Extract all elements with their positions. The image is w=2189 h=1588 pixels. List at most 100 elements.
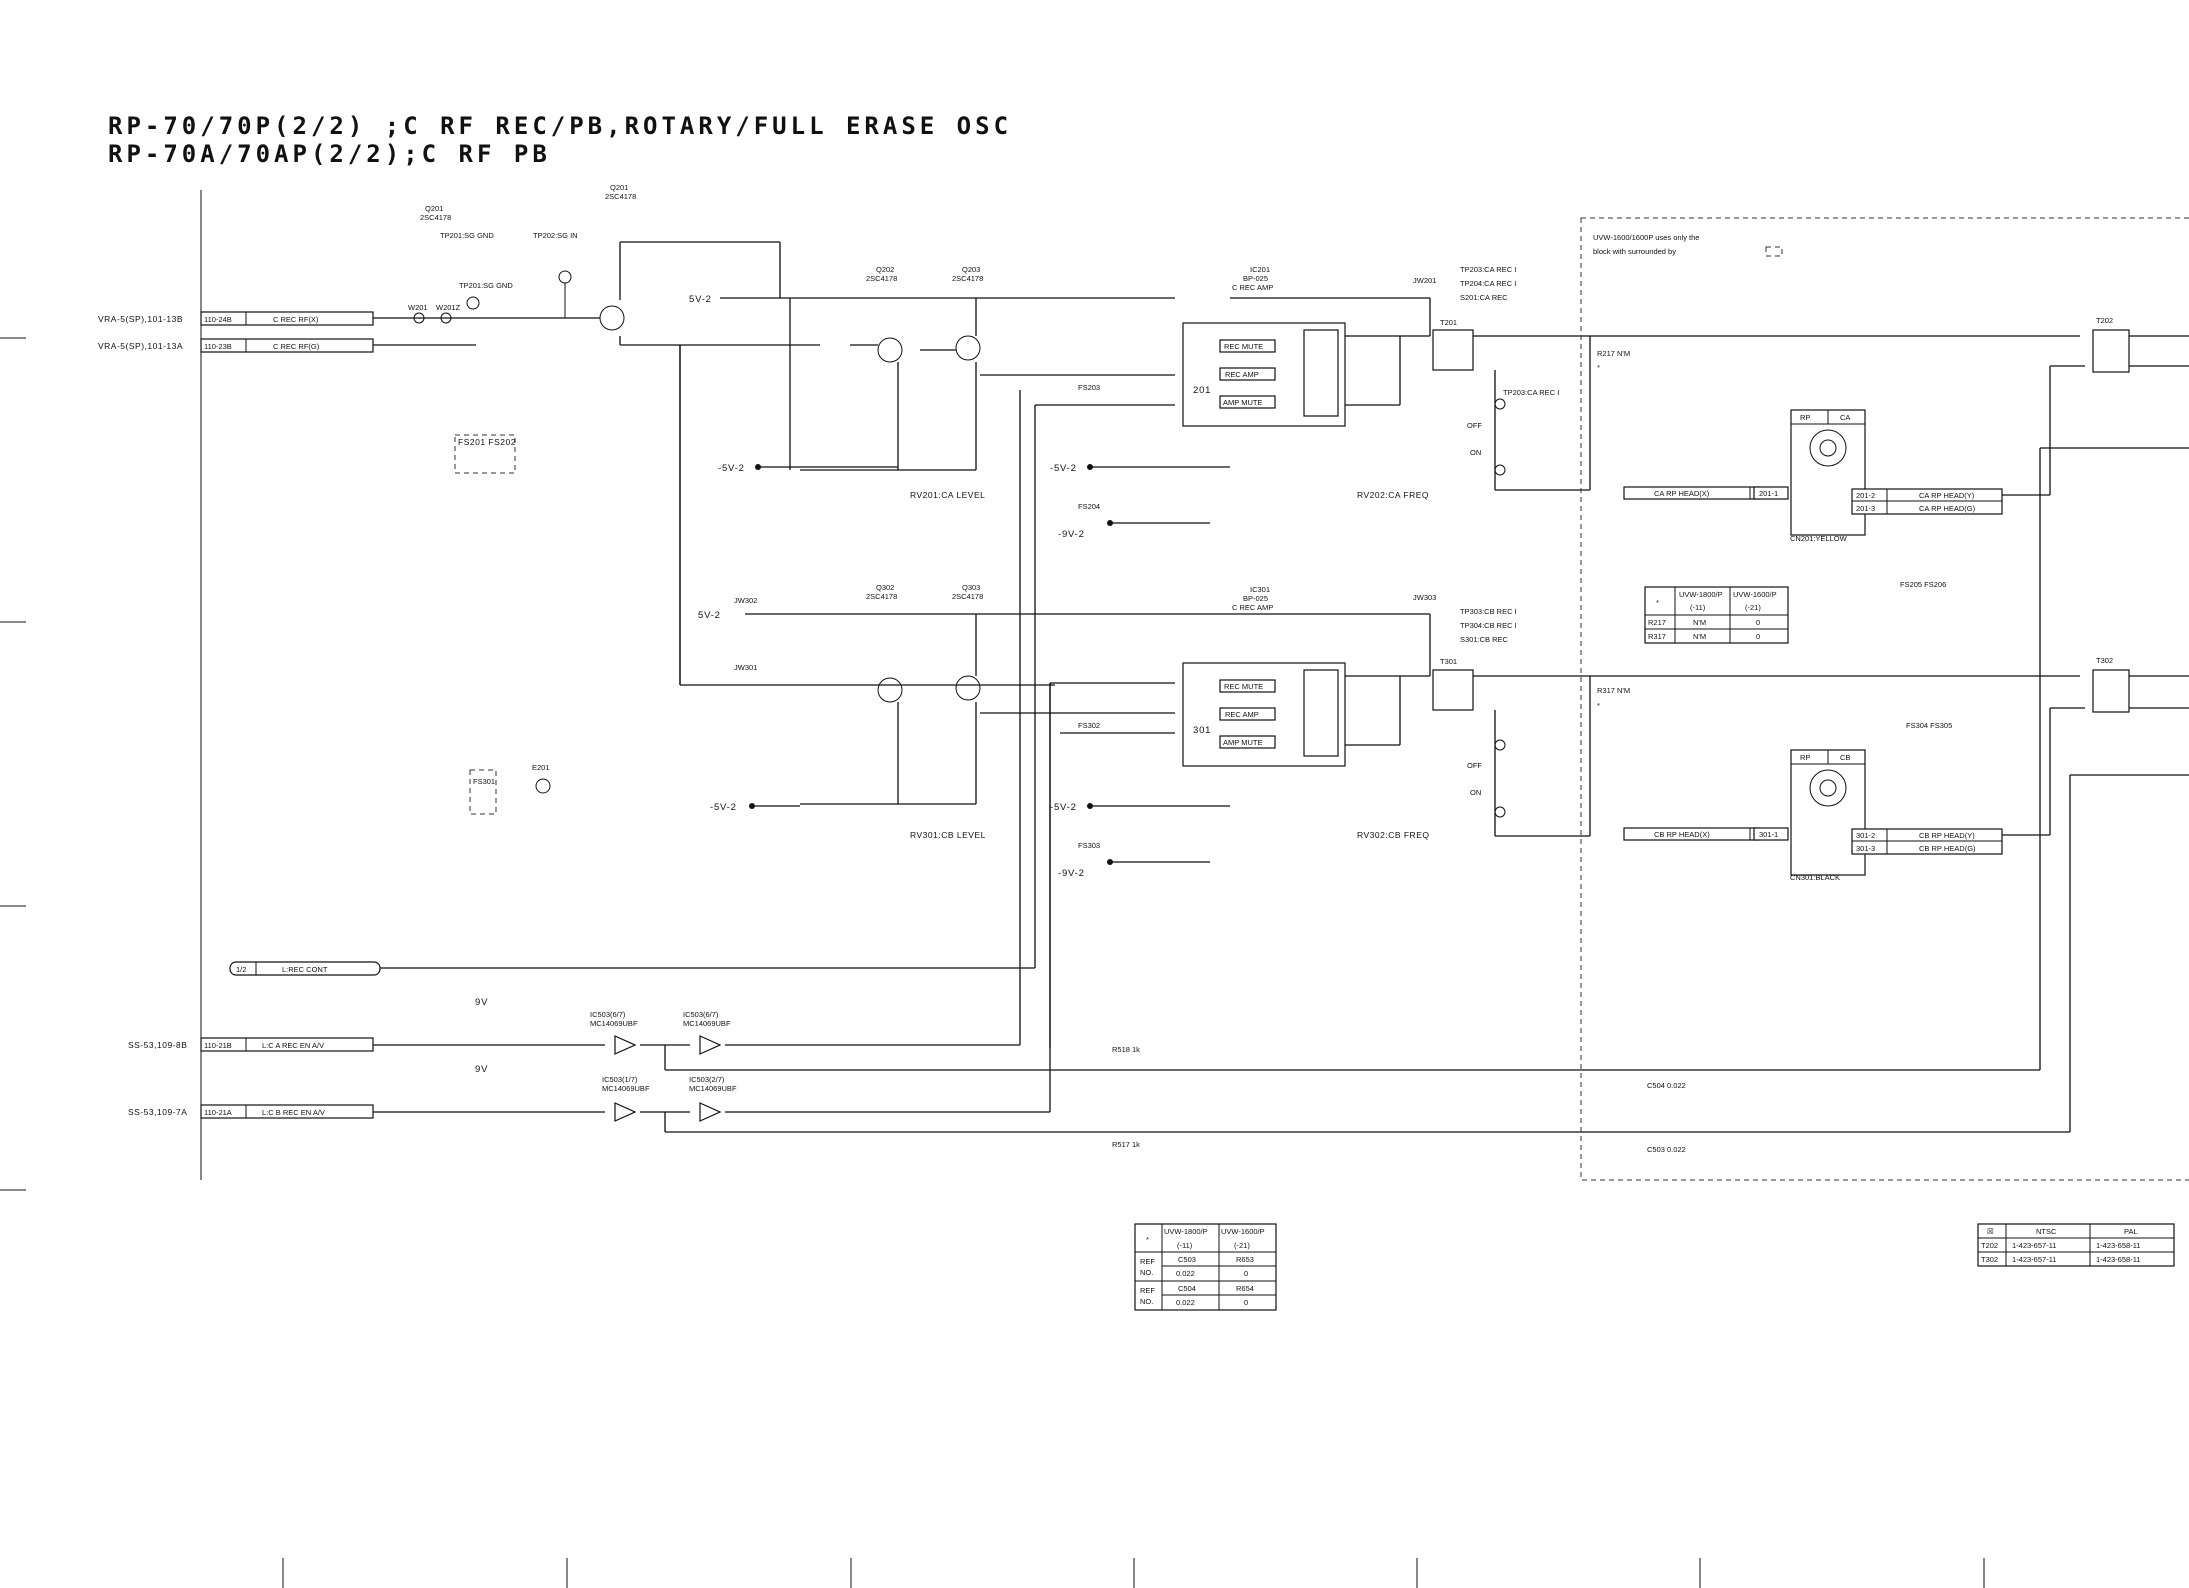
table-r-star: * xyxy=(1656,598,1659,607)
ic503-2-buffer-icon xyxy=(699,1102,722,1122)
table-t-r1-c0: T202 xyxy=(1981,1241,1998,1250)
s201-off: OFF xyxy=(1467,421,1482,430)
table-ref-ref-2: REF xyxy=(1140,1286,1155,1295)
ic503-1-part: MC14069UBF xyxy=(602,1084,650,1093)
ic301-name: IC301 xyxy=(1250,585,1270,594)
input-rf-g-signal: C REC RF(G) xyxy=(273,342,320,351)
table-ref-r2-c1: C504 xyxy=(1178,1284,1196,1293)
table-ref-col2-sub: (-21) xyxy=(1234,1241,1250,1250)
ic201-func: C REC AMP xyxy=(1232,283,1273,292)
r518-label: R518 1k xyxy=(1112,1045,1140,1054)
ic201-amp-mute: AMP MUTE xyxy=(1223,398,1262,407)
s201-on: ON xyxy=(1470,448,1481,457)
table-t-r1-c1: 1-423-657-11 xyxy=(2012,1241,2056,1250)
ic301-part: BP-025 xyxy=(1243,594,1268,603)
t301-label: T301 xyxy=(1440,657,1457,666)
fs205-label: FS205 FS206 xyxy=(1900,580,1946,589)
tp304-testpoint-icon xyxy=(1494,806,1506,818)
table-ref-r1-c4: 0 xyxy=(1244,1269,1248,1278)
input-rf-x-source: VRA-5(SP),101-13B xyxy=(98,314,183,324)
rv202-label: RV202:CA FREQ xyxy=(1357,490,1429,500)
table-ref-col1-sub: (-11) xyxy=(1177,1241,1193,1250)
t201-transformer xyxy=(1432,329,1474,371)
t301-transformer xyxy=(1432,669,1474,711)
ca-ic-m5v-label: -5V-2 xyxy=(1050,463,1077,474)
fs302-label: FS302 xyxy=(1078,721,1100,730)
ca-rp-head-icon xyxy=(1790,409,1866,536)
q203-part: 2SC4178 xyxy=(952,274,983,283)
s301-label: S301:CB REC xyxy=(1460,635,1509,644)
q303-label: Q303 xyxy=(962,583,980,592)
table-r-col2: UVW-1600/P xyxy=(1733,590,1777,599)
t201-label: T201 xyxy=(1440,318,1457,327)
rv302-label: RV302:CB FREQ xyxy=(1357,830,1429,840)
schematic-title-line-1: RP-70/70P(2/2) ;C RF REC/PB,ROTARY/FULL … xyxy=(108,112,1013,140)
table-t-head-2: PAL xyxy=(2124,1227,2138,1236)
table-ref-r1-c3: R653 xyxy=(1236,1255,1254,1264)
ic503-7-part: MC14069UBF xyxy=(683,1019,731,1028)
tp203-testpoint-icon xyxy=(1494,398,1506,410)
q201-label: Q201 xyxy=(425,204,443,213)
table-transformers: ☒ NTSC PAL T202 1-423-657-11 1-423-658-1… xyxy=(1977,1223,2175,1267)
tp204-testpoint-icon xyxy=(1494,464,1506,476)
rv301-label: RV301:CB LEVEL xyxy=(910,830,986,840)
c504-label: C504 0.022 xyxy=(1647,1081,1686,1090)
q202-part: 2SC4178 xyxy=(866,274,897,283)
cb-m5v-label: -5V-2 xyxy=(710,802,737,813)
cb-5v-label: 5V-2 xyxy=(698,610,721,621)
rec-enable-buffers: 9V 9V IC503(6/7) MC14069UBF IC503(6/7) M… xyxy=(373,390,2189,1154)
ic503-1-label: IC503(1/7) xyxy=(602,1075,638,1084)
cb-m9v-label: -9V-2 xyxy=(1058,868,1085,879)
fs201-label: FS201 FS202 xyxy=(458,437,516,447)
ic503-7-label: IC503(6/7) xyxy=(683,1010,719,1019)
ca-ch-label: CA xyxy=(1840,413,1850,422)
cb-channel: 5V-2 JW302 JW301 Q302 2SC4178 Q303 2SC41… xyxy=(469,345,1590,1048)
table-ref-r2-c3: R654 xyxy=(1236,1284,1254,1293)
uvw1600-dashed-box xyxy=(1580,217,2189,1181)
w201z-jumper-icon xyxy=(440,312,452,324)
ic301-amp-mute: AMP MUTE xyxy=(1223,738,1262,747)
cb-pin-x-label: 301-1 xyxy=(1759,830,1778,839)
ic201-num: 201 xyxy=(1193,385,1211,396)
r517-label: R517 1k xyxy=(1112,1140,1140,1149)
table-r-col2-sub: (-21) xyxy=(1745,603,1761,612)
q203-label: Q203 xyxy=(962,265,980,274)
jw201-label: JW201 xyxy=(1413,276,1436,285)
ca-head-y-label: CA RP HEAD(Y) xyxy=(1919,491,1975,500)
jw303-label: JW303 xyxy=(1413,593,1436,602)
table-t-head-1: NTSC xyxy=(2036,1227,2057,1236)
ic201-rec-mute: REC MUTE xyxy=(1224,342,1263,351)
table-ref-no: * UVW-1800/P (-11) UVW-1600/P (-21) REF … xyxy=(1134,1223,1277,1311)
v9-label-2: 9V xyxy=(475,1064,488,1075)
q302-part: 2SC4178 xyxy=(866,592,897,601)
table-ref-no-1: NO. xyxy=(1140,1268,1153,1277)
jw301-label: JW301 xyxy=(734,663,757,672)
schematic-title-line-2: RP-70A/70AP(2/2);C RF PB xyxy=(108,140,551,168)
t202-transformer xyxy=(2092,329,2130,373)
input-cb-rec-en-signal: L:C B REC EN A/V xyxy=(262,1108,325,1117)
w201z-label: W201Z xyxy=(436,303,461,312)
cb-pin-g-label: 301-3 xyxy=(1856,844,1875,853)
ca-cn-label: CN201:YELLOW xyxy=(1790,534,1848,543)
fs203-label: FS203 xyxy=(1078,383,1100,392)
s301-on: ON xyxy=(1470,788,1481,797)
w201-jumper-icon xyxy=(413,312,425,324)
q303-transistor-icon xyxy=(955,675,981,701)
tp201-testpoint-icon xyxy=(466,296,480,310)
input-ca-rec-en: SS-53,109-8B 110-21B L:C A REC EN A/V xyxy=(128,1037,374,1052)
ca-head-x-label: CA RP HEAD(X) xyxy=(1654,489,1710,498)
q201-part: 2SC4178 xyxy=(420,213,451,222)
cb-head-y-label: CB RP HEAD(Y) xyxy=(1919,831,1975,840)
q302-transistor-icon xyxy=(877,677,903,703)
ic301-rec-mute: REC MUTE xyxy=(1224,682,1263,691)
table-r-row1-v1: N'M xyxy=(1693,618,1706,627)
ca-head-g-label: CA RP HEAD(G) xyxy=(1919,504,1976,513)
q202-transistor-icon xyxy=(877,337,903,363)
table-t-r2-c1: 1-423-657-11 xyxy=(2012,1255,2056,1264)
note-dashed-symbol xyxy=(1765,246,1783,257)
cb-cn-label: CN301:BLACK xyxy=(1790,873,1840,882)
table-ref-r2-c4: 0 xyxy=(1244,1298,1248,1307)
input-cb-rec-en-source: SS-53,109-7A xyxy=(128,1107,187,1117)
r217-label: R217 N'M xyxy=(1597,349,1630,358)
fs301-label: FS301 xyxy=(473,777,495,786)
